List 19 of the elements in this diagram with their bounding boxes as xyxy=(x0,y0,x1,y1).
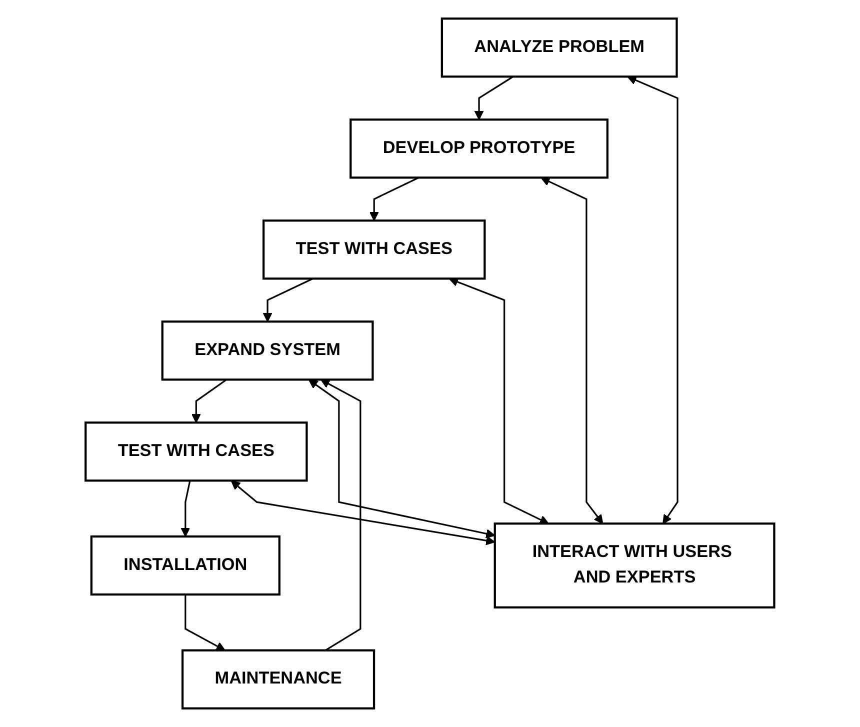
arrow xyxy=(369,176,420,222)
node-box: INTERACT WITH USERS AND EXPERTS xyxy=(494,522,776,608)
arrow xyxy=(230,480,496,546)
arrow xyxy=(627,76,678,524)
arrow xyxy=(184,594,226,651)
node-box: TEST WITH CASES xyxy=(84,422,308,482)
arrow xyxy=(320,379,362,652)
node-box: DEVELOP PROTOTYPE xyxy=(350,118,609,179)
arrow xyxy=(308,379,496,538)
arrow xyxy=(262,278,314,322)
node-box: ANALYZE PROBLEM xyxy=(440,18,678,78)
arrow xyxy=(192,378,228,424)
node-box: TEST WITH CASES xyxy=(262,220,486,280)
node-box: INSTALLATION xyxy=(90,535,281,596)
arrow xyxy=(540,177,604,524)
node-box: EXPAND SYSTEM xyxy=(161,320,374,381)
arrow xyxy=(180,480,191,537)
arrow xyxy=(474,76,514,120)
node-box: MAINTENANCE xyxy=(182,649,376,710)
